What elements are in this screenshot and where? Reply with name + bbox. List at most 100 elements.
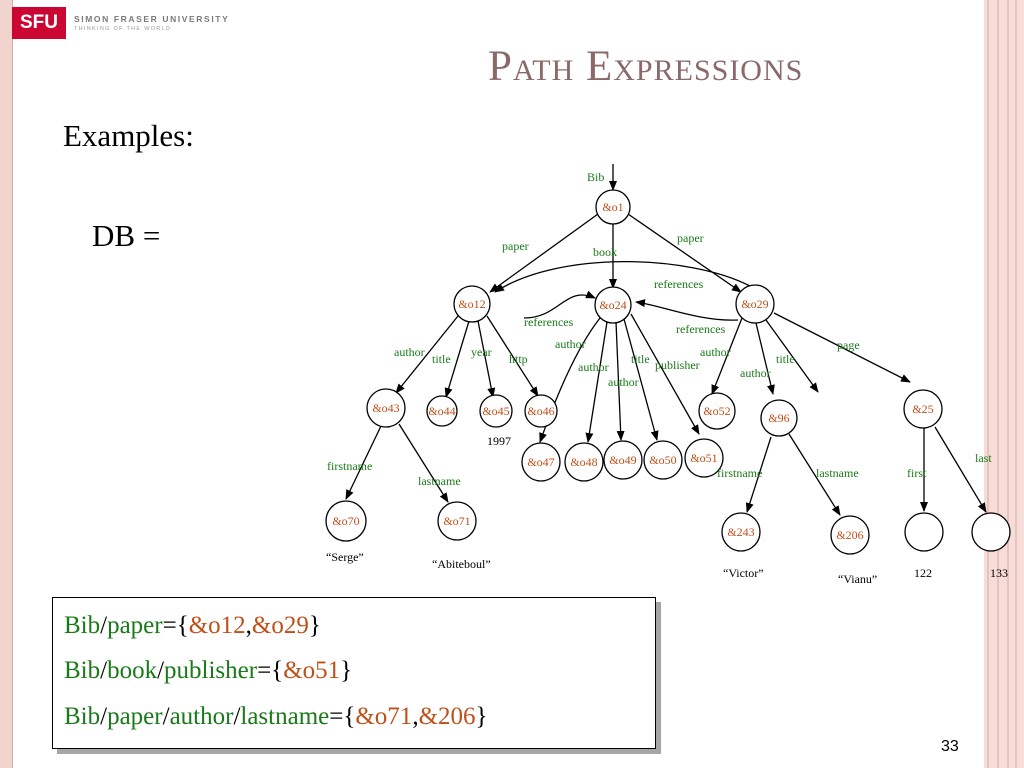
label-paper-2: paper [677,231,704,245]
node-96: &96 [768,411,789,425]
label-first: first [907,466,927,480]
edge-o24-o50 [623,318,659,441]
equals-open: ={ [329,703,356,730]
equals-open: ={ [257,657,284,684]
db-label: DB = [92,218,161,253]
edge-o24-o51 [630,313,700,435]
label-title-1: title [432,352,451,366]
label-author-4: author [608,375,639,389]
value-abiteboul: “Abiteboul” [432,557,491,571]
label-lastname-1: lastname [418,474,461,488]
label-references-2: references [524,315,574,329]
node-o44: &o44 [428,404,455,418]
edge-o24-o48 [585,321,608,443]
edge-o12-o43 [395,315,459,394]
close-brace: } [475,703,488,730]
label-references-1: references [654,277,704,291]
node-o29: &o29 [741,297,768,311]
label-publisher: publisher [655,358,700,372]
path-bib: Bib [64,703,101,730]
node-206: &206 [836,528,863,542]
node-o52: &o52 [703,404,730,418]
results-box: Bib/paper={&o12,&o29} Bib/book/publisher… [52,597,656,749]
label-author-6: author [740,366,771,380]
node-o70: &o70 [332,514,359,528]
label-title-2: title [631,352,650,366]
path-sep: / [157,657,165,684]
logo-mark: SFU [12,7,66,39]
value-133: 133 [990,566,1008,580]
result-oid: &206 [418,703,476,730]
path-bib: Bib [64,657,101,684]
edge-o29-o12 [494,261,751,293]
graph-edge-labels: Bib paper book paper references referenc… [327,170,992,488]
label-book: book [593,245,617,259]
result-oid: &o12 [188,612,246,639]
result-line-1: Bib/paper={&o12,&o29} [64,612,321,640]
edge-n96-n243 [745,436,772,513]
node-25: &25 [912,402,933,416]
path-sep: / [162,703,170,730]
value-victor: “Victor” [723,566,764,580]
path-author: author [169,703,234,730]
node-o47: &o47 [527,455,554,469]
label-year: year [471,345,492,359]
edge-o1-o29 [627,213,742,293]
path-sep: / [100,612,108,639]
edge-n25-leaf133 [934,426,987,513]
close-brace: } [308,612,321,639]
label-firstname-2: firstname [717,466,762,480]
label-paper-1: paper [502,239,529,253]
path-bib: Bib [64,612,101,639]
graph-edges [345,164,987,516]
label-author-2: author [555,337,586,351]
edge-o12-o44 [444,320,470,398]
edge-o29-unnamed [765,319,819,393]
value-122: 122 [914,566,932,580]
node-o51: &o51 [690,451,717,465]
label-author-5: author [700,345,731,359]
label-references-3: references [676,322,726,336]
path-sep: / [100,703,108,730]
result-oid: &o71 [355,703,413,730]
comma: , [245,612,252,639]
label-title-3: title [776,352,795,366]
value-1997: 1997 [487,434,511,448]
logo-tagline: THINKING OF THE WORLD [74,26,172,32]
node-o43: &o43 [372,401,399,415]
close-brace: } [340,657,353,684]
edge-o24-o49 [615,321,625,441]
edge-n96-n206 [788,433,841,516]
edge-o24-o47 [539,317,601,443]
comma: , [412,703,419,730]
path-publisher: publisher [164,657,258,684]
node-o1: &o1 [602,200,623,214]
value-serge: “Serge” [326,550,364,564]
node-o24: &o24 [599,298,626,312]
node-243: &243 [727,525,754,539]
edge-o43-o70 [345,425,382,500]
path-sep: / [100,657,108,684]
left-border [0,0,13,768]
result-line-3: Bib/paper/author/lastname={&o71,&206} [64,703,488,731]
label-firstname-1: firstname [327,459,372,473]
label-lastname-2: lastname [816,466,859,480]
value-vianu: “Vianu” [838,572,877,586]
graph-node-labels: &o1 &o12 &o24 &o29 &o43 &o44 &o45 &o46 &… [332,200,933,542]
edge-o43-o71 [398,423,449,503]
slide-title: Path Expressions [488,43,804,90]
path-sep: / [233,703,241,730]
edge-o12-o46 [486,315,539,397]
examples-heading: Examples: [63,118,194,153]
path-book: book [107,657,158,684]
label-bib: Bib [587,170,604,184]
university-logo: SFU SIMON FRASER UNIVERSITY THINKING OF … [12,7,230,39]
logo-university-name: SIMON FRASER UNIVERSITY [74,14,230,24]
node-o48: &o48 [570,455,597,469]
edge-o12-o24 [523,290,596,319]
node-o50: &o50 [649,453,676,467]
result-oid: &o29 [251,612,309,639]
page-number: 33 [941,738,959,755]
equals-open: ={ [162,612,189,639]
